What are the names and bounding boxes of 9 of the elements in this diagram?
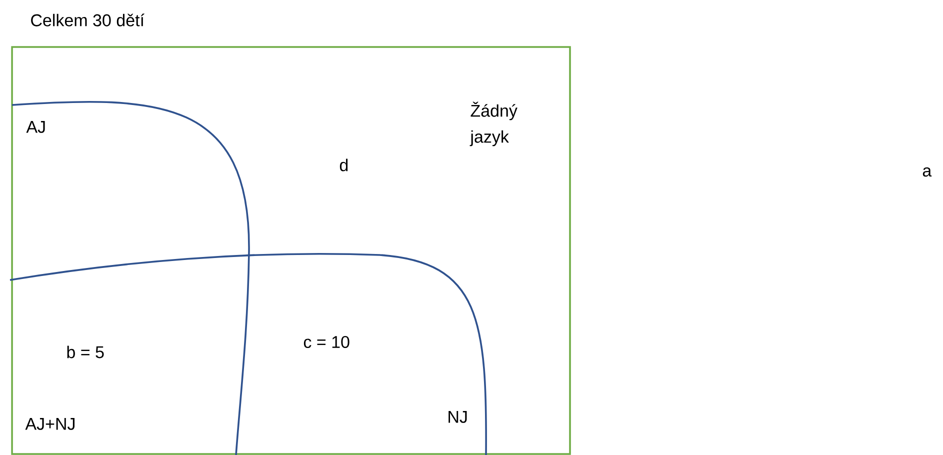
region-label: AJ+NJ xyxy=(25,418,74,430)
region-label: a xyxy=(922,167,932,177)
title: Celkem 30 dětí xyxy=(31,14,144,26)
region-label: AJ xyxy=(26,121,45,133)
region-label: b = 5 xyxy=(67,346,104,358)
region-label: Žádný jazyk xyxy=(470,102,518,146)
region-label: d xyxy=(340,158,348,172)
region-label: NJ xyxy=(448,411,467,423)
region-label: c = 10 xyxy=(304,336,350,348)
